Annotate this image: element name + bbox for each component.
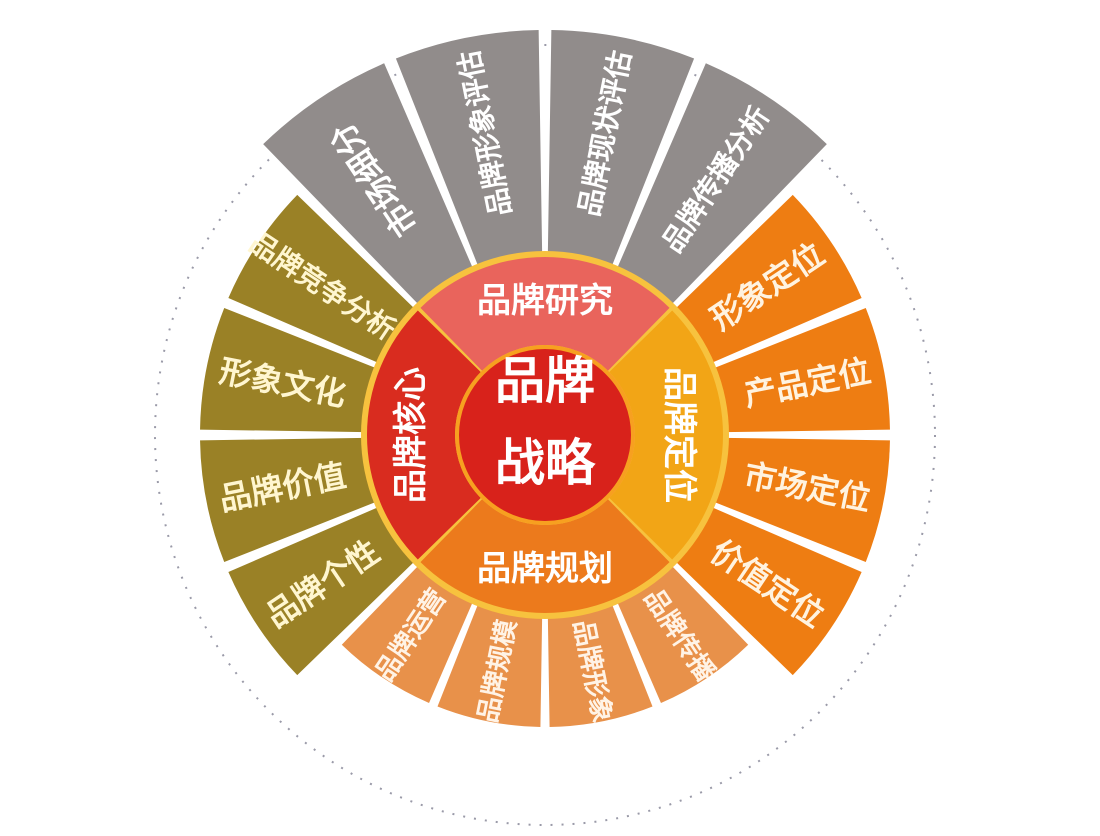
quadrant-shape xyxy=(420,499,670,614)
inner-quadrant-label: 品牌规划 xyxy=(477,549,613,589)
segment-shape xyxy=(228,194,416,364)
inner-quadrant: 品牌研究 xyxy=(420,256,670,371)
segment-core: 品牌价值 xyxy=(200,437,378,563)
inner-quadrant-label: 品牌研究 xyxy=(477,281,613,321)
inner-quadrant-label: 品牌核心 xyxy=(391,367,431,503)
segment-shape xyxy=(200,437,378,563)
segment-research: 品牌现状评估 xyxy=(547,30,695,268)
segment-research: 品牌形象评估 xyxy=(395,30,543,268)
segment-shape xyxy=(616,63,827,306)
center-title-line2: 战略 xyxy=(495,434,596,492)
segment-shape xyxy=(547,30,695,268)
segment-shape xyxy=(437,602,543,727)
segment-shape xyxy=(341,564,474,703)
segment-shape xyxy=(547,602,653,727)
segment-shape xyxy=(674,194,862,364)
outer-segments: 市场细分品牌形象评估品牌现状评估品牌传播分析形象定位产品定位市场定位价值定位品牌… xyxy=(200,30,890,727)
quadrant-shape xyxy=(420,256,670,371)
center-title-line1: 品牌 xyxy=(495,352,595,410)
segment-shape xyxy=(200,307,378,433)
segment-research: 市场细分 xyxy=(263,63,474,306)
segment-shape xyxy=(263,63,474,306)
quadrant-shape xyxy=(609,310,724,560)
segment-shape xyxy=(712,307,890,433)
inner-quadrant: 品牌规划 xyxy=(420,499,670,614)
segment-shape xyxy=(712,437,890,563)
segment-planning: 品牌形象 xyxy=(547,602,653,727)
inner-quadrant-label: 品牌定位 xyxy=(659,367,699,503)
segment-shape xyxy=(616,564,749,703)
segment-shape xyxy=(674,506,862,676)
dotted-outer-ring xyxy=(154,44,936,826)
inner-quadrant: 品牌定位 xyxy=(609,310,724,560)
center-circle xyxy=(455,345,635,525)
segment-planning: 品牌运营 xyxy=(341,564,474,703)
segment-shape xyxy=(228,506,416,676)
segment-shape xyxy=(395,30,543,268)
segment-core: 形象文化 xyxy=(200,307,378,433)
quadrant-shape xyxy=(366,310,481,560)
segment-positioning: 产品定位 xyxy=(712,307,890,433)
inner-quadrant: 品牌核心 xyxy=(366,310,481,560)
segment-planning: 品牌规模 xyxy=(437,602,543,727)
segment-positioning: 市场定位 xyxy=(712,437,890,563)
